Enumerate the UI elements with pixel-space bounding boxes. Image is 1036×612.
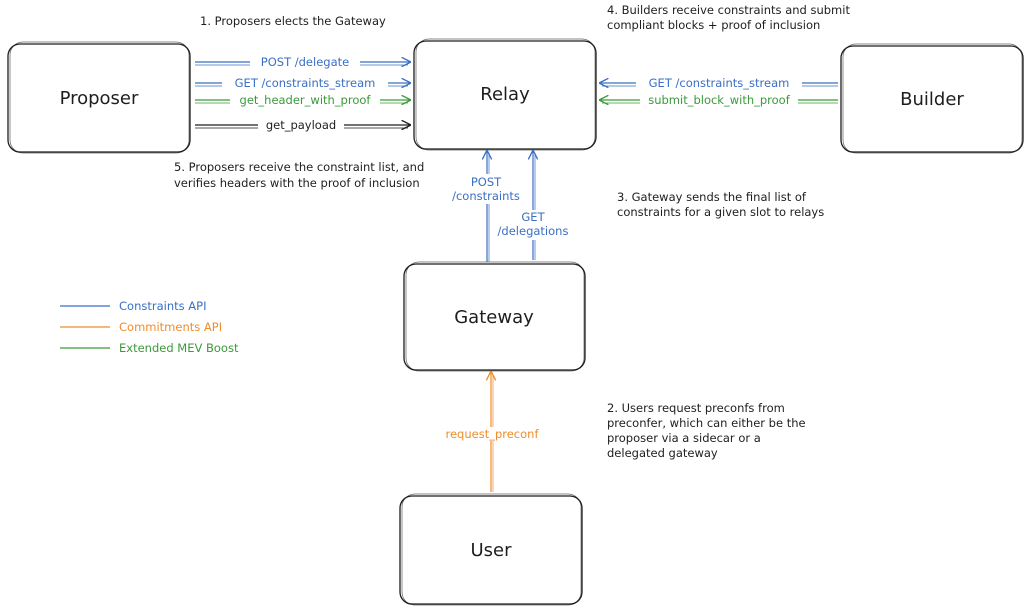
relay-label: Relay bbox=[480, 84, 530, 105]
get-header-with-proof-label: get_header_with_proof bbox=[240, 93, 372, 107]
arrow-get-header-with-proof: get_header_with_proof bbox=[195, 93, 410, 107]
note-step2-line2: preconfer, which can either be the bbox=[607, 416, 806, 430]
relay-node: Relay bbox=[413, 38, 597, 151]
builder-label: Builder bbox=[900, 89, 964, 110]
note-step4-line1: 4. Builders receive constraints and subm… bbox=[607, 3, 850, 17]
arrow-get-delegations: GET /delegations bbox=[495, 151, 573, 260]
legend-constraints-api-label: Constraints API bbox=[119, 299, 206, 313]
note-step1: 1. Proposers elects the Gateway bbox=[200, 14, 386, 28]
submit-block-with-proof-label: submit_block_with_proof bbox=[648, 93, 790, 107]
arrow-post-delegate: POST /delegate bbox=[195, 55, 410, 69]
note-step5-line2: verifies headers with the proof of inclu… bbox=[174, 176, 420, 190]
arrow-get-payload: get_payload bbox=[195, 118, 410, 132]
post-constraints-label-line1: POST bbox=[471, 175, 502, 189]
note-step2-line4: delegated gateway bbox=[607, 446, 718, 460]
gateway-node: Gateway bbox=[403, 261, 586, 372]
arrow-submit-block-with-proof: submit_block_with_proof bbox=[600, 93, 838, 107]
note-step4-line2: compliant blocks + proof of inclusion bbox=[607, 18, 820, 32]
post-constraints-label-line2: /constraints bbox=[452, 189, 520, 203]
builder-node: Builder bbox=[840, 43, 1024, 154]
proposer-label: Proposer bbox=[60, 88, 139, 109]
note-step3-line2: constraints for a given slot to relays bbox=[617, 205, 824, 219]
request-preconf-label: request_preconf bbox=[445, 427, 539, 441]
proposer-node: Proposer bbox=[7, 41, 191, 154]
get-constraints-stream-builder-label: GET /constraints_stream bbox=[649, 76, 790, 90]
arrow-request-preconf: request_preconf bbox=[442, 372, 542, 492]
legend-item-extended-mev-boost: Extended MEV Boost bbox=[60, 341, 239, 355]
get-constraints-stream-proposer-label: GET /constraints_stream bbox=[235, 76, 376, 90]
arrow-post-constraints: POST /constraints bbox=[448, 151, 524, 262]
legend-item-commitments-api: Commitments API bbox=[60, 320, 222, 334]
get-payload-label: get_payload bbox=[266, 118, 336, 132]
note-step5-line1: 5. Proposers receive the constraint list… bbox=[174, 160, 424, 174]
arrow-get-constraints-stream-builder: GET /constraints_stream bbox=[600, 76, 838, 90]
legend-commitments-api-label: Commitments API bbox=[119, 320, 222, 334]
post-delegate-label: POST /delegate bbox=[261, 55, 349, 69]
note-step3-line1: 3. Gateway sends the final list of bbox=[617, 190, 807, 204]
legend-item-constraints-api: Constraints API bbox=[60, 299, 206, 313]
legend-extended-mev-boost-label: Extended MEV Boost bbox=[119, 341, 239, 355]
user-label: User bbox=[470, 540, 512, 561]
note-step2-line3: proposer via a sidecar or a bbox=[607, 431, 761, 445]
get-delegations-label-line1: GET bbox=[521, 210, 545, 224]
arrow-get-constraints-stream-proposer: GET /constraints_stream bbox=[195, 76, 410, 90]
gateway-label: Gateway bbox=[454, 307, 534, 328]
get-delegations-label-line2: /delegations bbox=[498, 224, 569, 238]
user-node: User bbox=[399, 493, 583, 606]
note-step2-line1: 2. Users request preconfs from bbox=[607, 401, 785, 415]
legend: Constraints API Commitments API Extended… bbox=[60, 299, 239, 355]
